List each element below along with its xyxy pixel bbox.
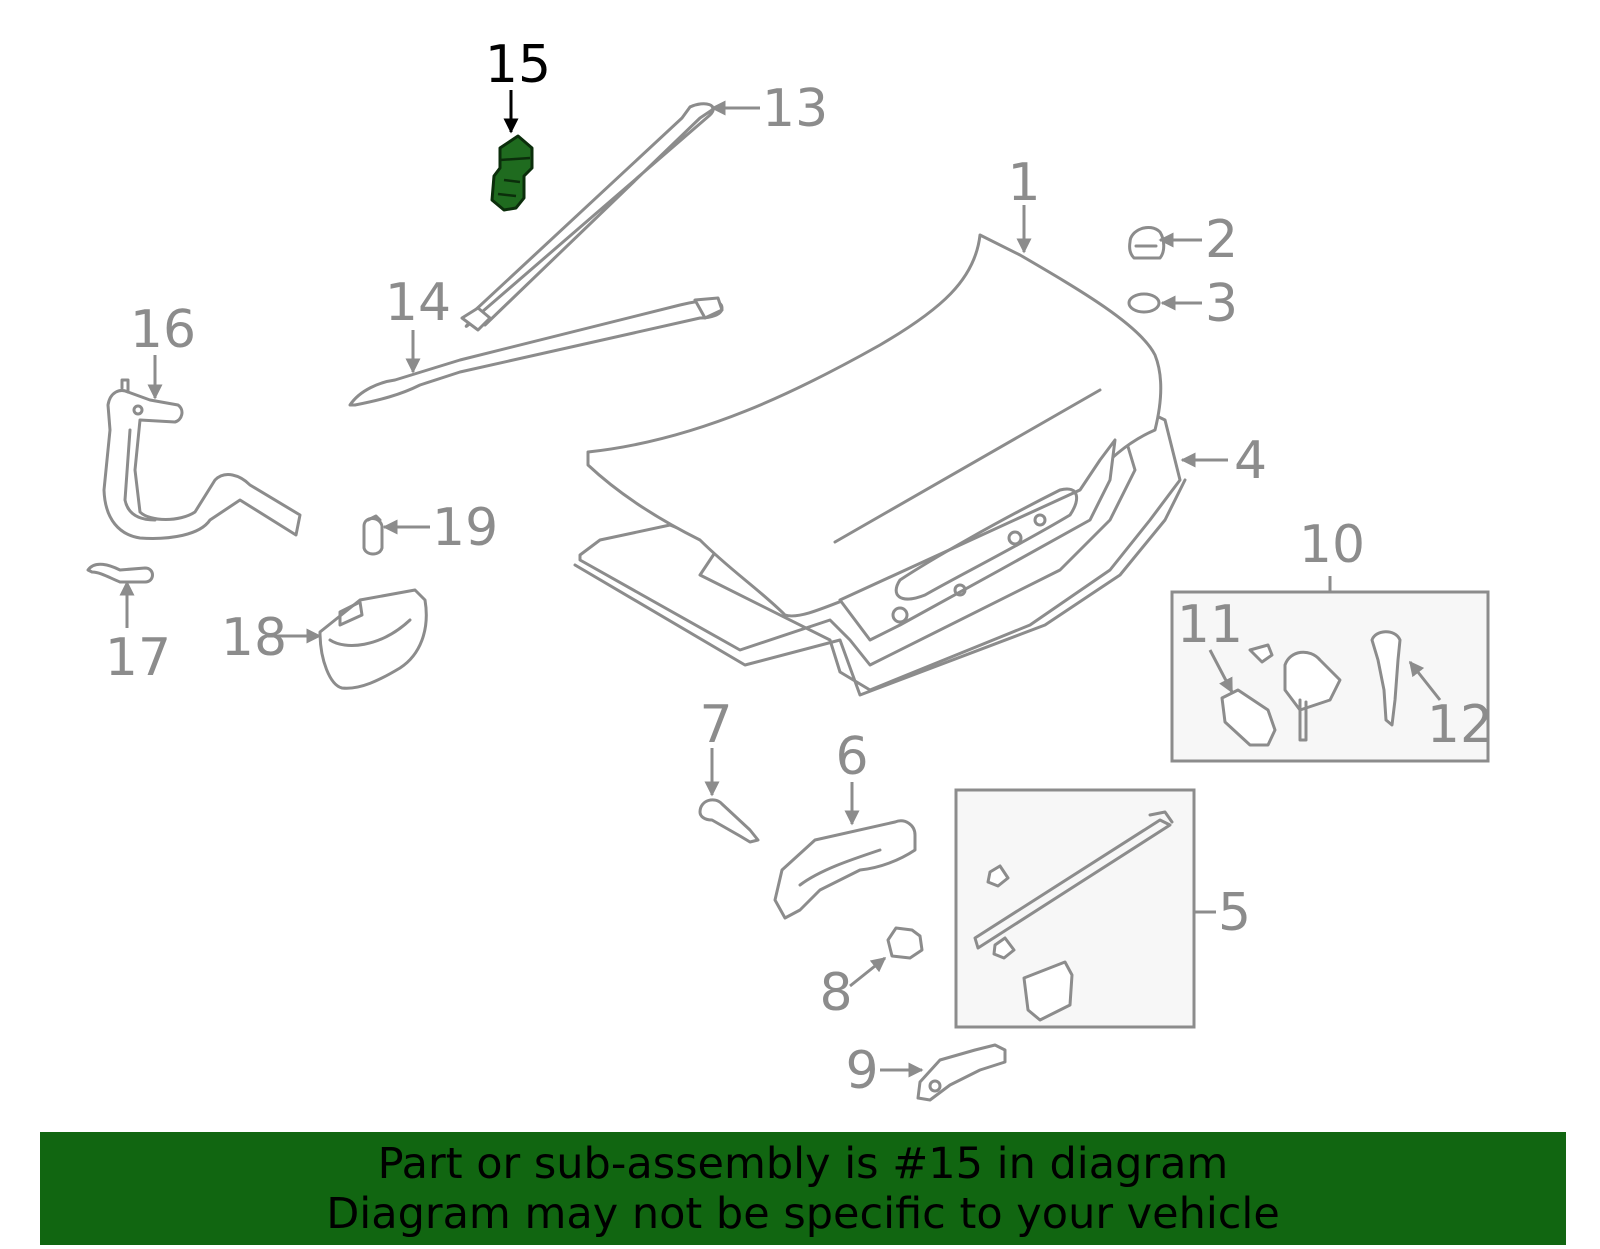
part-4-weatherstrip[interactable] bbox=[573, 406, 1187, 697]
callout-7[interactable]: 7 bbox=[699, 695, 732, 755]
callout-10[interactable]: 10 bbox=[1299, 515, 1365, 575]
callout-17[interactable]: 17 bbox=[105, 628, 171, 688]
callout-8[interactable]: 8 bbox=[819, 963, 852, 1023]
info-banner: Part or sub-assembly is #15 in diagram D… bbox=[40, 1132, 1566, 1245]
part-5-box[interactable] bbox=[954, 788, 1196, 1029]
callout-5[interactable]: 5 bbox=[1218, 883, 1251, 943]
part-8-grommet[interactable] bbox=[886, 926, 924, 960]
callout-13[interactable]: 13 bbox=[762, 79, 828, 139]
part-2-bumper[interactable] bbox=[1128, 226, 1166, 260]
part-1-trunk-lid[interactable] bbox=[586, 233, 1163, 642]
part-19-clip[interactable] bbox=[362, 514, 384, 556]
callout-19[interactable]: 19 bbox=[432, 498, 498, 558]
part-7-bolt[interactable] bbox=[698, 798, 760, 844]
part-13-support-rod[interactable] bbox=[460, 102, 715, 332]
part-6-bracket[interactable] bbox=[773, 819, 917, 920]
callout-3[interactable]: 3 bbox=[1205, 274, 1238, 334]
part-9-striker[interactable] bbox=[916, 1043, 1007, 1102]
leader-lines bbox=[119, 90, 1442, 1078]
part-3-plug[interactable] bbox=[1127, 292, 1161, 314]
callout-labels: 1 2 3 4 5 6 7 8 9 10 11 12 13 14 15 16 1… bbox=[105, 35, 1493, 1101]
callout-1[interactable]: 1 bbox=[1007, 153, 1040, 213]
callout-18[interactable]: 18 bbox=[221, 608, 287, 668]
callout-15[interactable]: 15 bbox=[485, 35, 551, 95]
banner-line-1: Part or sub-assembly is #15 in diagram bbox=[377, 1138, 1229, 1189]
part-15-highlighted[interactable] bbox=[490, 134, 534, 212]
part-16-hinge[interactable] bbox=[102, 378, 302, 540]
callout-4[interactable]: 4 bbox=[1234, 431, 1267, 491]
callout-11[interactable]: 11 bbox=[1177, 595, 1243, 655]
callout-16[interactable]: 16 bbox=[130, 300, 196, 360]
callout-6[interactable]: 6 bbox=[835, 727, 868, 787]
callout-14[interactable]: 14 bbox=[385, 273, 451, 333]
part-18-housing[interactable] bbox=[318, 588, 428, 690]
callout-2[interactable]: 2 bbox=[1205, 210, 1238, 270]
callout-9[interactable]: 9 bbox=[845, 1041, 878, 1101]
banner-line-2: Diagram may not be specific to your vehi… bbox=[326, 1188, 1280, 1239]
part-14-hinge-arm[interactable] bbox=[348, 296, 724, 407]
part-17-cable[interactable] bbox=[86, 562, 154, 584]
callout-12[interactable]: 12 bbox=[1427, 695, 1493, 755]
